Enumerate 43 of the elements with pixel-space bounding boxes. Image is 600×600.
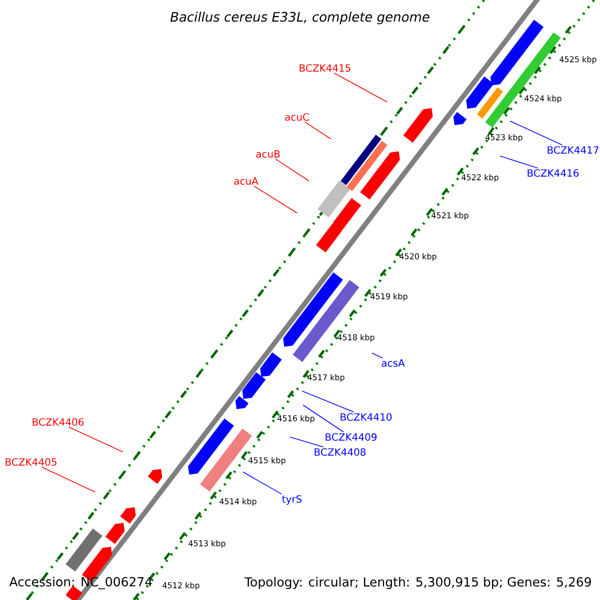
tick-label: 4515 kbp	[248, 457, 286, 465]
gene-label: BCZK4410	[340, 413, 392, 421]
leader-line	[41, 466, 96, 492]
gene-label: BCZK4406	[32, 418, 84, 426]
leader-line	[242, 472, 282, 494]
title: Bacillus cereus E33L, complete genome	[170, 12, 430, 24]
tick-label: 4518 kbp	[338, 334, 374, 342]
gene-label: tyrS	[282, 495, 302, 505]
leader-line	[68, 426, 124, 452]
gene-label: acuC	[285, 113, 309, 121]
tick-label: 4516 kbp	[278, 415, 314, 423]
gene-label: acuA	[234, 177, 258, 185]
tick-label: 4520 kbp	[400, 253, 436, 261]
tick-label: 4512 kbp	[162, 582, 200, 590]
leader-line	[304, 122, 332, 140]
leader-line	[302, 404, 344, 432]
tick-label: 4522 kbp	[462, 174, 498, 182]
gene-label: BCZK4416	[528, 169, 579, 177]
footer-text: Topology: circular; Length: 5,300,915 bp; Genes: 5,269	[244, 576, 591, 590]
leader-line	[302, 390, 354, 412]
gene-label: acuB	[256, 150, 280, 158]
leader-line	[510, 120, 563, 146]
tick-label: 4514 kbp	[220, 498, 256, 506]
leader-line	[334, 72, 388, 102]
gene-label: BCZK4409	[326, 433, 377, 441]
gene-label: BCZK4408	[314, 448, 366, 456]
leader-line	[275, 158, 310, 182]
gene-label: acsA	[382, 359, 405, 367]
leader-line	[372, 352, 384, 358]
tick-label: 4523 kbp	[486, 134, 522, 142]
footer-text: Accession: NC_006274	[9, 576, 152, 590]
gene-label: BCZK4405	[6, 458, 56, 466]
gene-label: BCZK4417	[548, 146, 598, 154]
tick-label: 4513 kbp	[188, 540, 226, 548]
gene-label: BCZK4415	[300, 64, 350, 72]
leader-line	[253, 186, 298, 214]
tick-label: 4525 kbp	[560, 56, 596, 64]
tick-label: 4519 kbp	[370, 293, 408, 301]
tick-label: 4521 kbp	[432, 212, 468, 220]
tick-label: 4524 kbp	[524, 95, 562, 103]
tick-label: 4517 kbp	[308, 374, 344, 382]
leader-line	[290, 436, 324, 448]
leader-line	[500, 156, 538, 168]
